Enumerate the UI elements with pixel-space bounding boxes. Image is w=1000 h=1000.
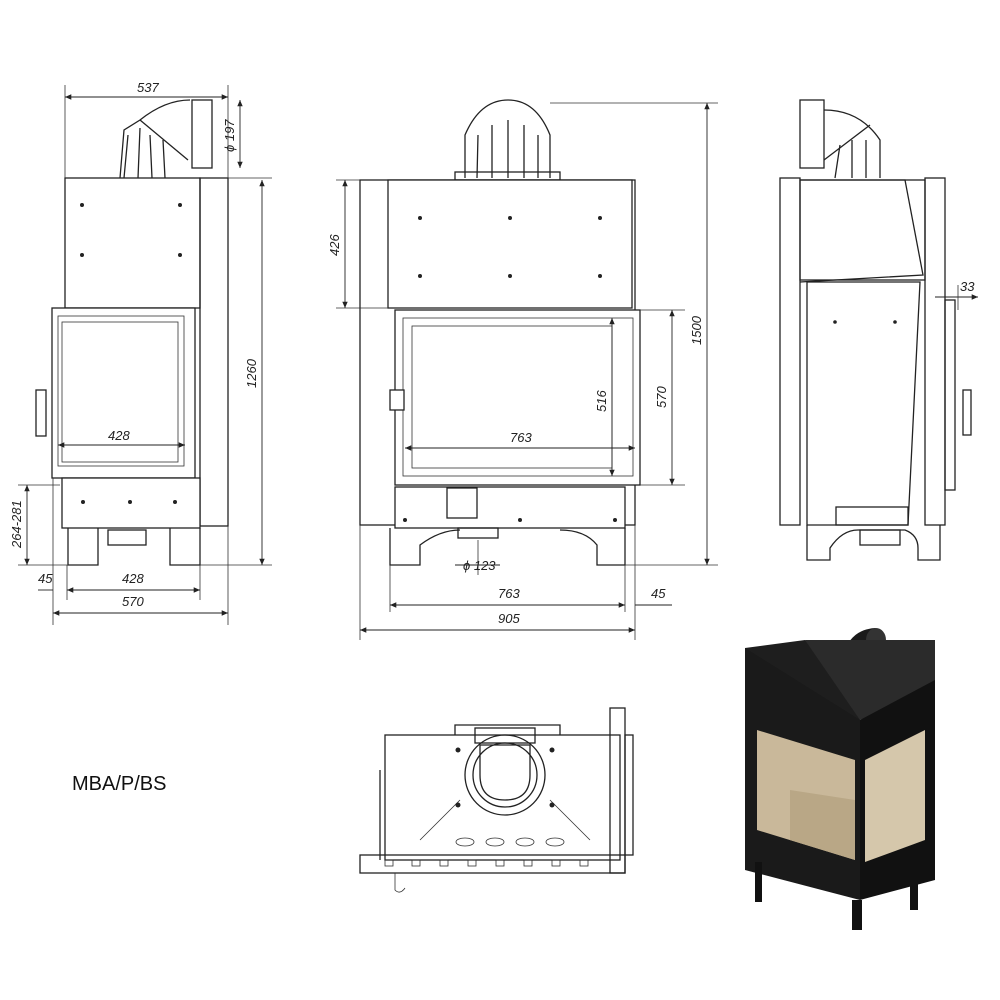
dim-side-gap: 33 bbox=[960, 279, 975, 294]
dim-front-air-inlet: ϕ 123 bbox=[463, 558, 496, 573]
dim-front-leg-span: 763 bbox=[498, 586, 520, 601]
dim-front-door-height: 570 bbox=[654, 386, 669, 408]
dim-front-glass-height: 516 bbox=[594, 390, 609, 412]
dim-front-total-width: 905 bbox=[498, 611, 520, 626]
dim-front-total-height: 1500 bbox=[689, 315, 704, 345]
dim-left-total-width: 570 bbox=[122, 594, 144, 609]
dim-front-door-width: 763 bbox=[510, 430, 532, 445]
dim-left-leg-span: 428 bbox=[122, 571, 144, 586]
dim-left-width-top: 537 bbox=[137, 80, 159, 95]
top-view bbox=[359, 707, 634, 893]
dim-left-door-width: 428 bbox=[108, 428, 130, 443]
left-view: 537 ϕ 197 1260 428 264-281 45 428 570 bbox=[9, 80, 272, 625]
front-view: 426 516 570 1500 763 ϕ 123 763 45 905 bbox=[327, 99, 718, 640]
fireplace-render bbox=[745, 628, 935, 930]
dim-left-height: 1260 bbox=[244, 358, 259, 388]
dim-left-offset: 45 bbox=[38, 571, 53, 586]
model-label: MBA/P/BS bbox=[72, 773, 166, 795]
side-view: 33 bbox=[779, 99, 978, 561]
dim-left-base-height: 264-281 bbox=[9, 500, 24, 549]
dim-left-flue-diameter: ϕ 197 bbox=[222, 119, 237, 152]
dim-front-offset: 45 bbox=[651, 586, 666, 601]
dim-front-top-height: 426 bbox=[327, 234, 342, 256]
